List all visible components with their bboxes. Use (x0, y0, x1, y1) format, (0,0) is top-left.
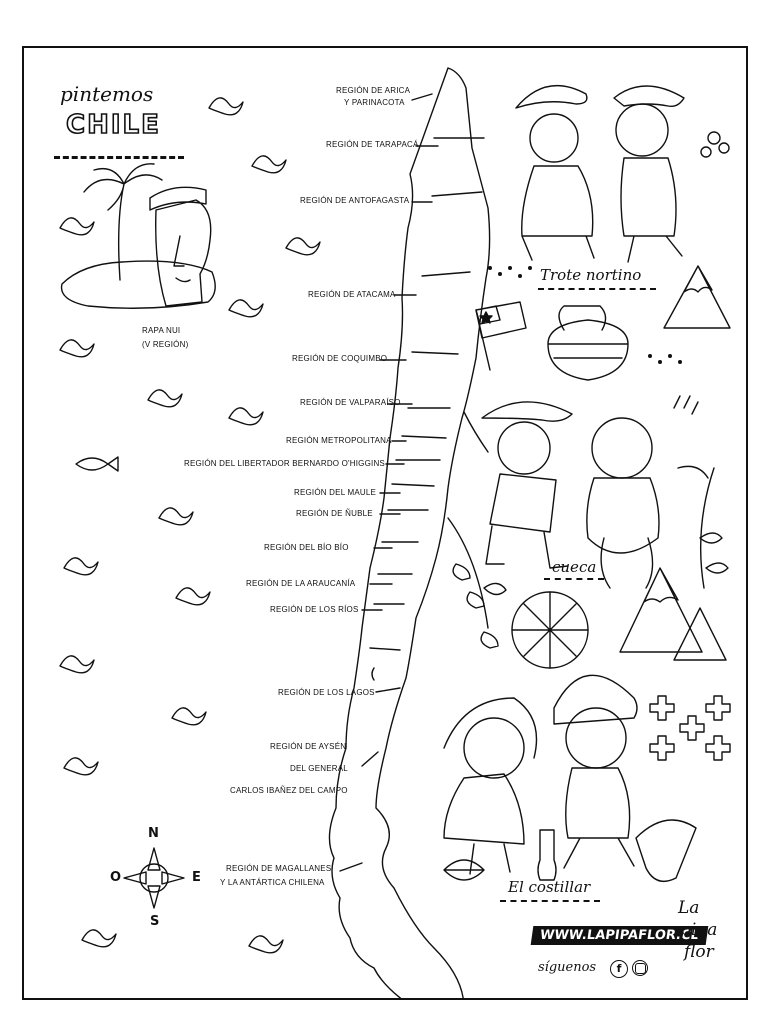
pattern-illustration (649, 695, 731, 761)
leaf-icon (452, 563, 507, 649)
wave-icon (81, 929, 117, 948)
region-label-atacama: REGIÓN DE ATACAMA (308, 290, 396, 299)
wave-icons (59, 97, 321, 954)
wave-icon (59, 217, 95, 236)
wave-icon (175, 587, 211, 606)
mountain-icon (673, 607, 727, 661)
leaf-icon (443, 859, 485, 881)
dot-decorations (488, 266, 682, 364)
wave-icon (59, 339, 95, 358)
wave-icon (63, 757, 99, 776)
header-subtitle: pintemos (60, 82, 154, 106)
moai-icon (149, 186, 212, 307)
wave-icon (228, 407, 264, 426)
region-label-aysen-3: CARLOS IBAÑEZ DEL CAMPO (230, 786, 348, 795)
region-label-biobio: REGIÓN DEL BÍO BÍO (264, 543, 349, 552)
mountain-icons (619, 265, 731, 661)
region-label-arica-2: Y PARINACOTA (344, 98, 405, 107)
dance-underline-costillar (500, 900, 600, 902)
rapa-nui-illustration (60, 163, 216, 309)
island-label-line2: (V REGIÓN) (142, 340, 189, 349)
wave-icon (63, 557, 99, 576)
region-label-metropolitana: REGIÓN METROPOLITANA (286, 436, 392, 445)
chile-map (328, 67, 491, 998)
wave-icon (171, 707, 207, 726)
wave-icon (158, 507, 194, 526)
pot-illustration (547, 305, 629, 381)
wave-icon (251, 155, 287, 174)
region-label-aysen-2: DEL GENERAL (290, 764, 348, 773)
fish-icon (75, 456, 119, 472)
region-label-aysen-1: REGIÓN DE AYSÉN (270, 742, 347, 751)
dance-underline-trote (538, 288, 656, 290)
region-label-maule: REGIÓN DEL MAULE (294, 488, 377, 497)
wave-icon (147, 389, 183, 408)
compass-north: N (148, 826, 159, 841)
region-label-araucania: REGIÓN DE LA ARAUCANÍA (246, 579, 356, 588)
region-label-los-lagos: REGIÓN DE LOS LAGOS (278, 688, 375, 697)
wave-icon (59, 655, 95, 674)
compass-west: O (110, 870, 122, 885)
compass-rose-icon (123, 847, 185, 909)
dance-underline-cueca (544, 578, 604, 580)
label-leaders (339, 93, 439, 872)
region-label-arica: REGIÓN DE ARICA (336, 86, 411, 95)
mountain-icon (619, 567, 703, 653)
instagram-icon-inner (635, 963, 646, 974)
brand-line3: flor (684, 942, 714, 962)
region-label-ohiggins: REGIÓN DEL LIBERTADOR BERNARDO O'HIGGINS (184, 459, 385, 468)
coloring-sheet: pintemos CHILE (22, 46, 748, 1000)
header-title: CHILE (65, 109, 161, 141)
brand-line1: La (678, 898, 700, 918)
cueca-illustration (463, 395, 709, 589)
region-label-coquimbo: REGIÓN DE COQUIMBO (292, 354, 388, 363)
flag-icon (475, 301, 527, 371)
illustrations (59, 67, 731, 998)
plate-illustration (511, 591, 589, 669)
follow-label: síguenos (538, 960, 597, 975)
region-label-valparaiso: REGIÓN DE VALPARAÍSO (300, 398, 401, 407)
leaf-icon (447, 517, 489, 629)
palm-tree-icon (83, 163, 163, 281)
leaf-icons (443, 467, 729, 881)
facebook-icon[interactable]: f (610, 960, 628, 978)
region-label-nuble: REGIÓN DE ÑUBLE (296, 509, 373, 518)
wave-icon (228, 299, 264, 318)
wave-icon (285, 237, 321, 256)
dance-label-cueca: cueca (552, 558, 597, 576)
header-dashes (54, 156, 184, 159)
leaf-icon (699, 467, 729, 589)
dance-label-costillar: El costillar (508, 878, 591, 896)
mountain-icon (663, 265, 731, 329)
region-label-tarapaca: REGIÓN DE TARAPACÁ (326, 140, 419, 149)
compass-east: E (192, 870, 201, 885)
region-label-magallanes-2: Y LA ANTÁRTICA CHILENA (220, 878, 325, 887)
region-label-antofagasta: REGIÓN DE ANTOFAGASTA (300, 196, 410, 205)
trote-nortino-illustration (515, 84, 730, 263)
region-label-los-rios: REGIÓN DE LOS RÍOS (270, 605, 359, 614)
island-label-line1: RAPA NUI (142, 326, 181, 335)
brand-line2: pipa (680, 920, 718, 940)
instagram-icon[interactable] (632, 960, 648, 976)
region-label-magallanes-1: REGIÓN DE MAGALLANES (226, 864, 332, 873)
costillar-illustration (443, 674, 697, 882)
compass-south: S (150, 914, 160, 929)
wave-icon (248, 935, 284, 954)
dance-label-trote: Trote nortino (540, 266, 642, 284)
wave-icon (208, 97, 244, 116)
